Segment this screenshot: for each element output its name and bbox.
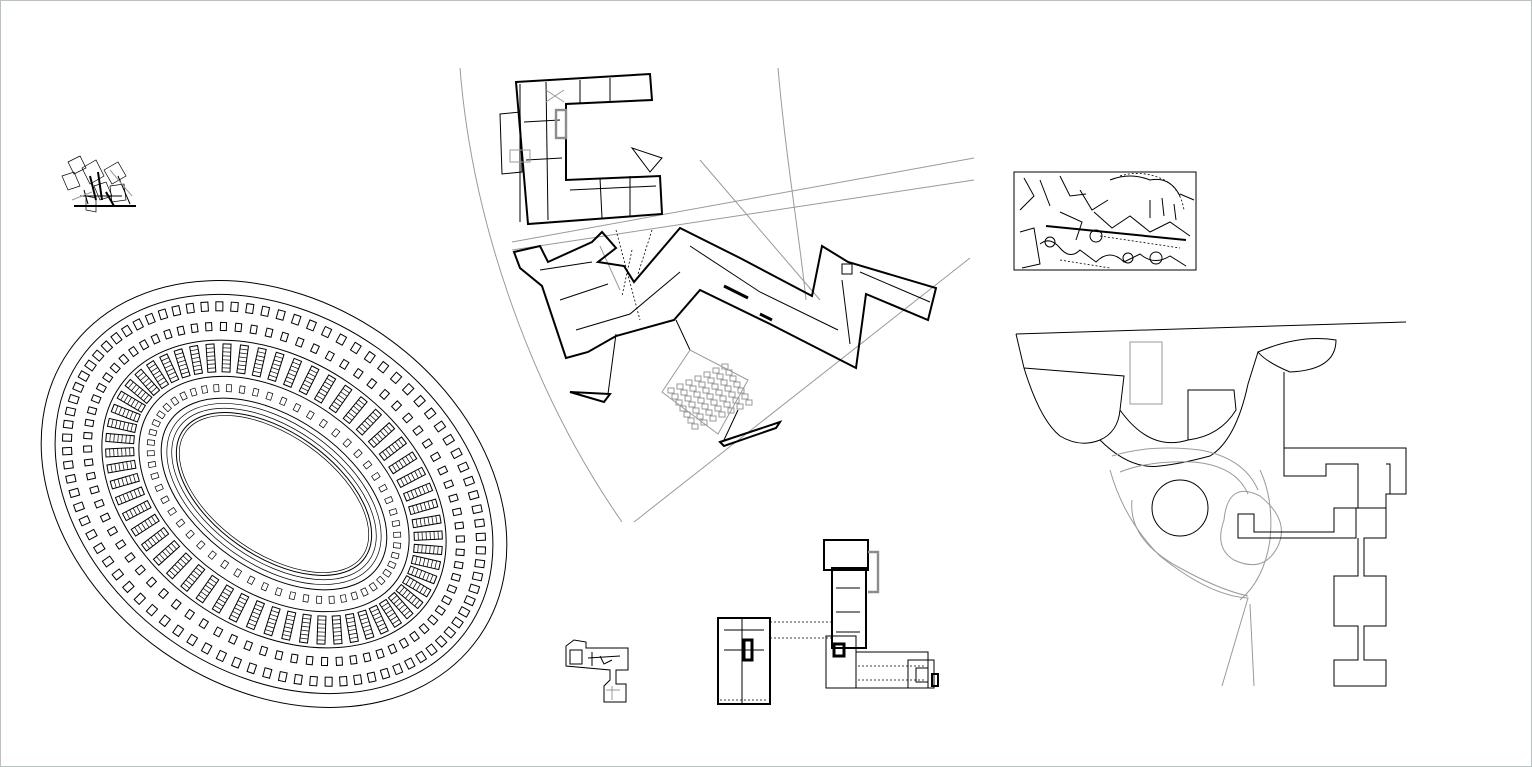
branching-building-site-plan — [1015, 321, 1407, 687]
historic-building — [499, 72, 664, 226]
middle-pier-ring — [83, 321, 465, 667]
zigzag-museum-site-plan — [459, 67, 975, 523]
oval-arena-plan — [40, 280, 508, 708]
inner-pier-ring — [146, 384, 402, 604]
dense-district-plan — [1013, 171, 1197, 271]
outer-pier-ring — [61, 301, 487, 687]
t-shaped-building-plan — [717, 539, 939, 705]
small-building-plan — [565, 639, 629, 703]
radial-stair-ring — [105, 343, 443, 645]
zigzag-building — [512, 226, 938, 448]
small-fragment-plan — [61, 155, 136, 213]
pillar-garden — [661, 349, 753, 435]
